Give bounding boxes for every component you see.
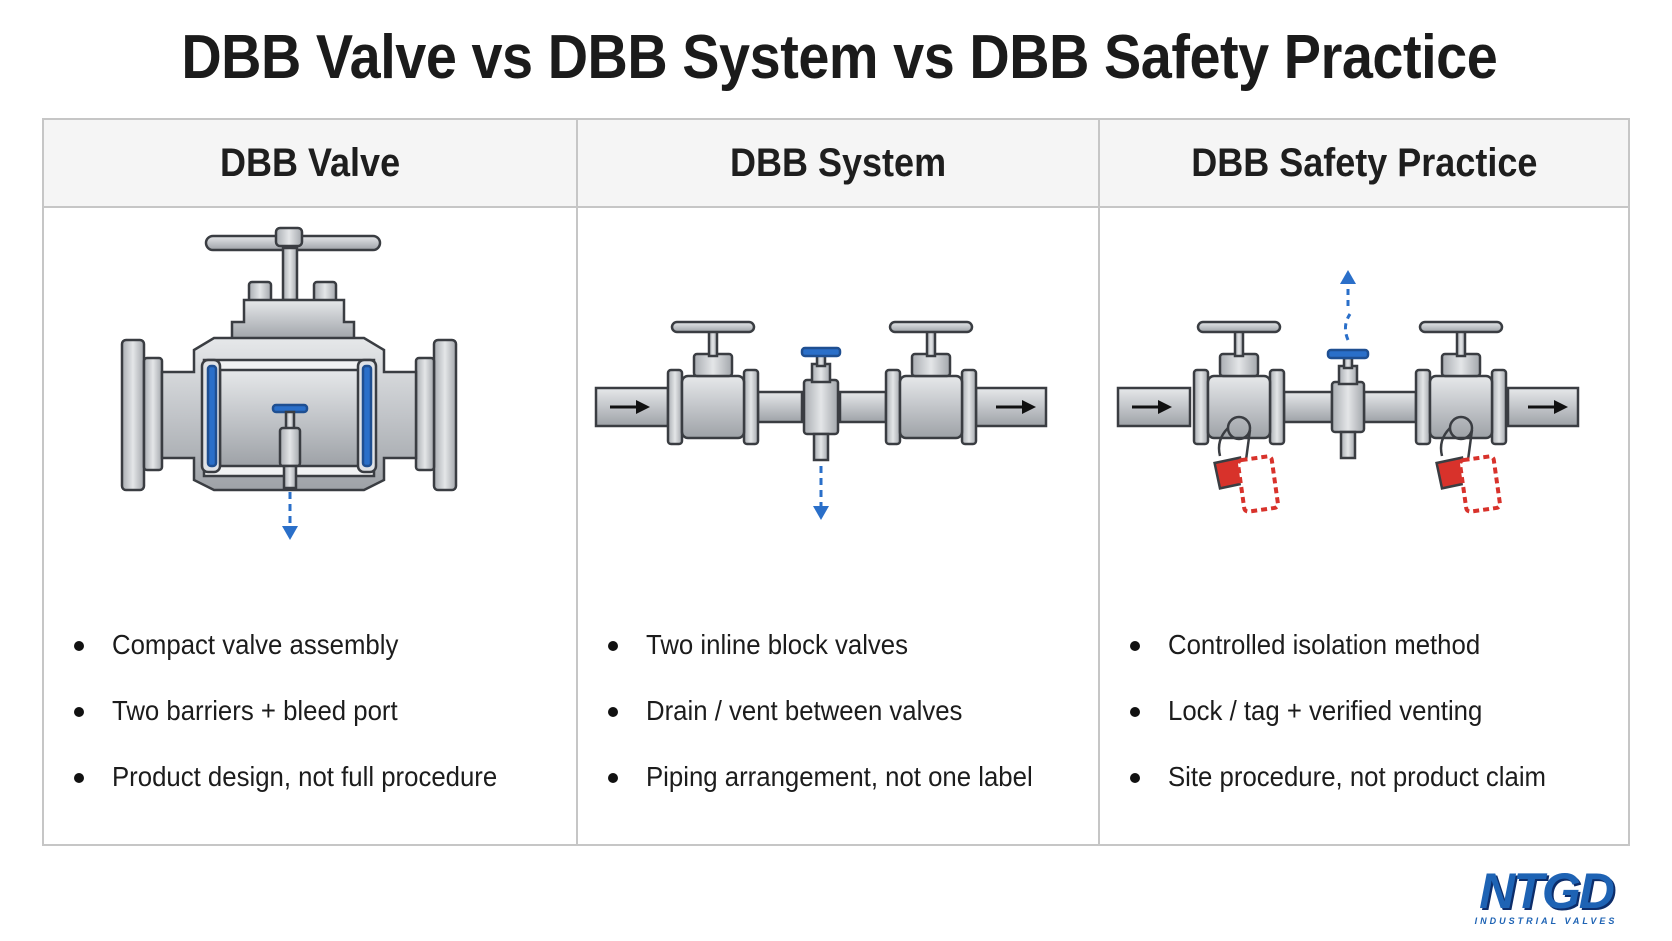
bullet-list: Compact valve assembly Two barriers + bl… (44, 625, 576, 823)
comparison-table: DBB Valve (42, 118, 1630, 846)
list-item: Drain / vent between valves (578, 691, 1098, 757)
column-dbb-safety-practice: DBB Safety Practice (1098, 120, 1628, 844)
list-item: Lock / tag + verified venting (1100, 691, 1628, 757)
dbb-safety-illustration (1100, 210, 1628, 570)
column-header-dbb-safety-practice: DBB Safety Practice (1100, 120, 1628, 208)
list-item: Two inline block valves (578, 625, 1098, 691)
bullet-list: Controlled isolation method Lock / tag +… (1100, 625, 1628, 823)
list-item: Product design, not full procedure (44, 757, 576, 823)
company-logo: NTGD INDUSTRIAL VALVES (1462, 863, 1630, 930)
column-header-dbb-valve: DBB Valve (44, 120, 576, 208)
page-title: DBB Valve vs DBB System vs DBB Safety Pr… (181, 23, 1498, 92)
column-dbb-valve: DBB Valve (44, 120, 576, 844)
list-item: Controlled isolation method (1100, 625, 1628, 691)
dbb-valve-cutaway-icon (120, 226, 458, 540)
logo-wordmark: NTGD (1479, 863, 1615, 919)
dbb-valve-illustration (44, 210, 576, 570)
column-header-label: DBB System (729, 140, 947, 185)
logo-subtitle: INDUSTRIAL VALVES (1474, 916, 1618, 926)
bullet-list: Two inline block valves Drain / vent bet… (578, 625, 1098, 823)
column-dbb-system: DBB System (576, 120, 1098, 844)
dbb-system-piping-icon (594, 320, 1048, 520)
list-item: Compact valve assembly (44, 625, 576, 691)
lockout-tagout-icon (1116, 270, 1580, 514)
column-header-dbb-system: DBB System (578, 120, 1098, 208)
tag-icon (1435, 415, 1502, 514)
padlock-icon (1213, 415, 1280, 514)
column-header-label: DBB Safety Practice (1190, 140, 1538, 185)
list-item: Two barriers + bleed port (44, 691, 576, 757)
list-item: Site procedure, not product claim (1100, 757, 1628, 823)
column-header-label: DBB Valve (219, 140, 401, 185)
dbb-system-illustration (578, 210, 1098, 570)
list-item: Piping arrangement, not one label (578, 757, 1098, 823)
